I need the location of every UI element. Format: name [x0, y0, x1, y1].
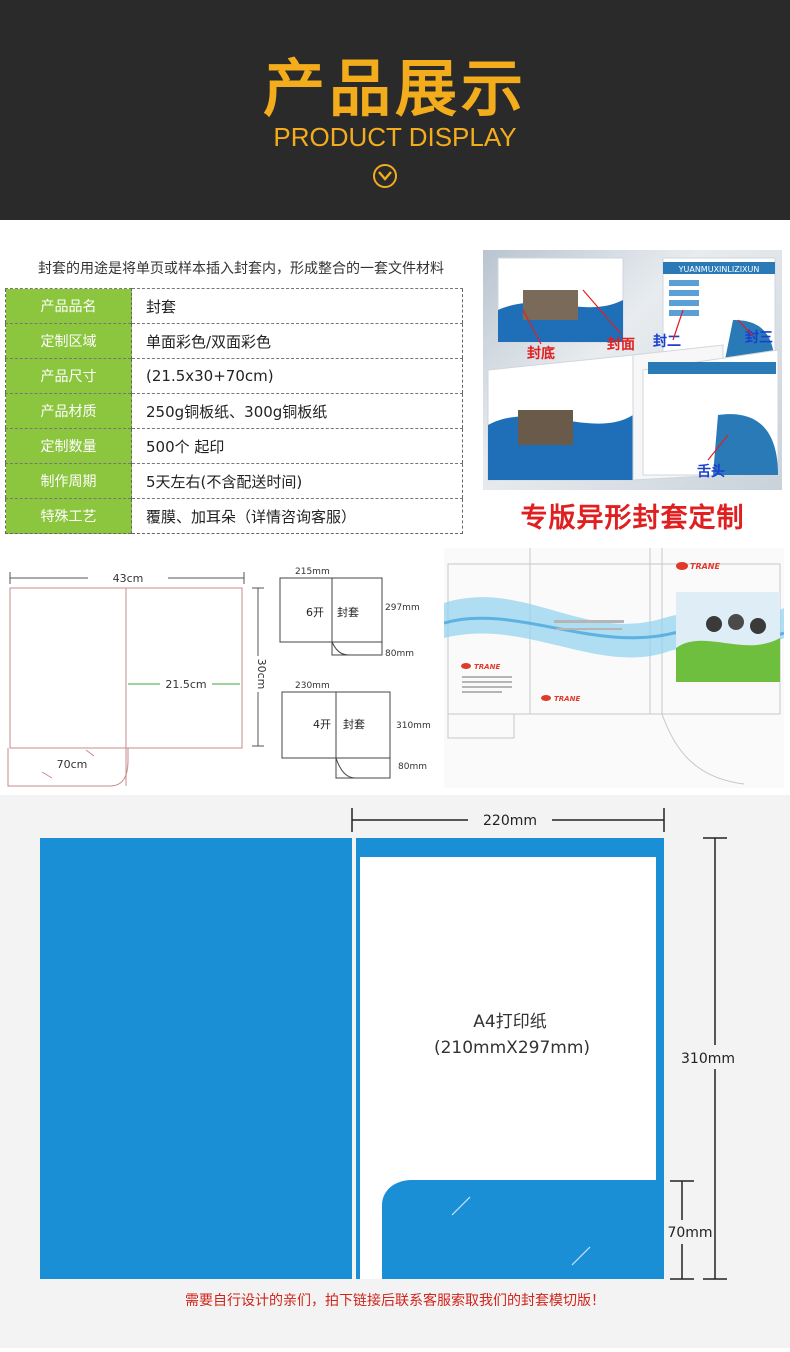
dim-inner-width: 21.5cm — [165, 678, 206, 691]
page-subtitle: PRODUCT DISPLAY — [273, 122, 517, 152]
info-caption: 封套的用途是将单页或样本插入封套内，形成整合的一套文件材料 — [38, 261, 444, 277]
row-label: 定制数量 — [5, 428, 132, 464]
dim-flap: 70cm — [57, 758, 88, 771]
header-banner: 产品展示 PRODUCT DISPLAY — [0, 0, 790, 220]
row-label: 产品材质 — [5, 393, 132, 429]
template-diagram: 220mm A4打印纸 (210mmX297mm) 310mm 70mm — [0, 795, 790, 1348]
label-inside-back: 封三 — [745, 329, 773, 346]
four-height: 310mm — [396, 721, 431, 731]
label-front: 封面 — [607, 336, 635, 353]
row-value: 500个 起印 — [131, 428, 463, 464]
paper-size: (210mmX297mm) — [434, 1038, 590, 1058]
table-row: 产品尺寸(21.5x30+70cm) — [5, 358, 463, 394]
table-row: 定制区域单面彩色/双面彩色 — [5, 323, 463, 359]
four-top: 230mm — [295, 681, 330, 691]
four-flap: 80mm — [398, 762, 427, 772]
label-tongue: 舌头 — [697, 463, 725, 480]
die-cut-illustration: TRANE TRANE TRANE — [443, 548, 785, 788]
label-inside-front: 封二 — [653, 333, 681, 350]
six-name: 6开 — [306, 606, 324, 619]
chevron-down-circle-icon — [373, 164, 397, 188]
product-photo: YUANMUXINLIZIXUN 封底 封面 封二 封三 舌头 — [483, 250, 782, 490]
size-diagram: 43cm 21.5cm 30cm 70cm 215mm 6开 封套 297mm … — [7, 567, 431, 787]
table-row: 产品品名封套 — [5, 288, 463, 324]
table-row: 特殊工艺覆膜、加耳朵（详情咨询客服） — [5, 498, 463, 534]
row-label: 产品品名 — [5, 288, 132, 324]
row-label: 特殊工艺 — [5, 498, 132, 534]
row-label: 产品尺寸 — [5, 358, 132, 394]
label-back: 封底 — [527, 345, 555, 362]
paper-label: A4打印纸 — [473, 1012, 546, 1032]
six-flap: 80mm — [385, 649, 414, 659]
spec-table: 产品品名封套 定制区域单面彩色/双面彩色 产品尺寸(21.5x30+70cm) … — [5, 288, 463, 534]
row-label: 制作周期 — [5, 463, 132, 499]
six-top: 215mm — [295, 567, 330, 577]
dim-flap: 70mm — [667, 1225, 712, 1241]
row-value: 封套 — [131, 288, 463, 324]
row-label: 定制区域 — [5, 323, 132, 359]
brand-label: YUANMUXINLIZIXUN — [678, 265, 760, 274]
six-label: 封套 — [337, 605, 359, 619]
row-value: 250g铜板纸、300g铜板纸 — [131, 393, 463, 429]
custom-banner: 专版异形封套定制 — [520, 503, 745, 534]
four-name: 4开 — [313, 718, 331, 731]
six-height: 297mm — [385, 603, 420, 613]
row-value: 覆膜、加耳朵（详情咨询客服） — [131, 498, 463, 534]
row-value: 5天左右(不含配送时间) — [131, 463, 463, 499]
dim-height: 30cm — [255, 659, 268, 690]
dim-height: 310mm — [681, 1051, 735, 1067]
die-brand-top: TRANE — [690, 562, 721, 571]
bottom-note: 需要自行设计的亲们，拍下链接后联系客服索取我们的封套模切版！ — [185, 1293, 605, 1309]
die-brand-bottom: TRANE — [554, 695, 580, 703]
row-value: (21.5x30+70cm) — [131, 358, 463, 394]
row-value: 单面彩色/双面彩色 — [131, 323, 463, 359]
dim-width: 43cm — [113, 572, 144, 585]
die-brand-mid: TRANE — [474, 663, 500, 671]
page-title: 产品展示 — [262, 52, 527, 125]
four-label: 封套 — [343, 717, 365, 731]
dim-top-width: 220mm — [483, 813, 537, 829]
